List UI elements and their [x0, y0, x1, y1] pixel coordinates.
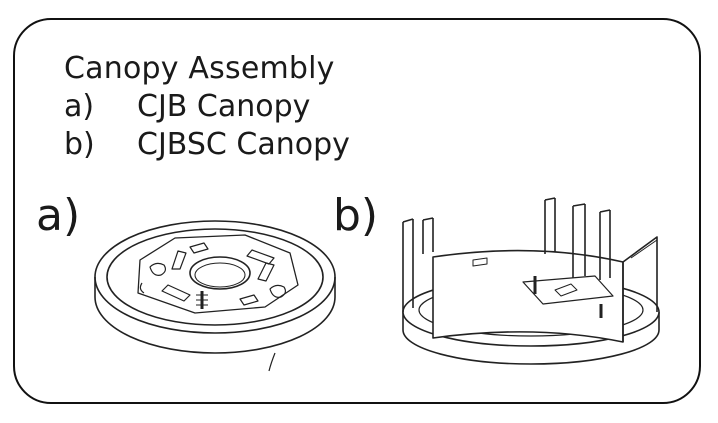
mounting-plate — [137, 234, 299, 314]
front-wall — [432, 249, 624, 343]
right-post — [544, 197, 556, 254]
list-item-cjbsc: b) CJBSC Canopy — [64, 127, 350, 162]
figure-label-b: b) — [333, 190, 379, 241]
left-post — [402, 218, 414, 312]
list-item-cjb: a) CJB Canopy — [64, 89, 310, 124]
canopy-inner-rim — [106, 228, 324, 326]
center-hole — [189, 256, 251, 290]
list-label-cjb: CJB Canopy — [137, 89, 311, 124]
diagram-title: Canopy Assembly — [64, 51, 335, 86]
cjb-canopy-drawing — [94, 220, 336, 372]
canopy-rim-top — [94, 220, 336, 334]
canopy-base-side — [402, 312, 660, 365]
cjbsc-canopy-drawing — [402, 197, 660, 365]
figure-label-a: a) — [36, 190, 81, 241]
list-label-cjbsc: CJBSC Canopy — [137, 127, 350, 162]
canopy-rim-side — [94, 277, 336, 354]
list-marker-b: b) — [64, 127, 95, 162]
diagram-frame — [13, 18, 701, 404]
list-marker-a: a) — [64, 89, 95, 124]
